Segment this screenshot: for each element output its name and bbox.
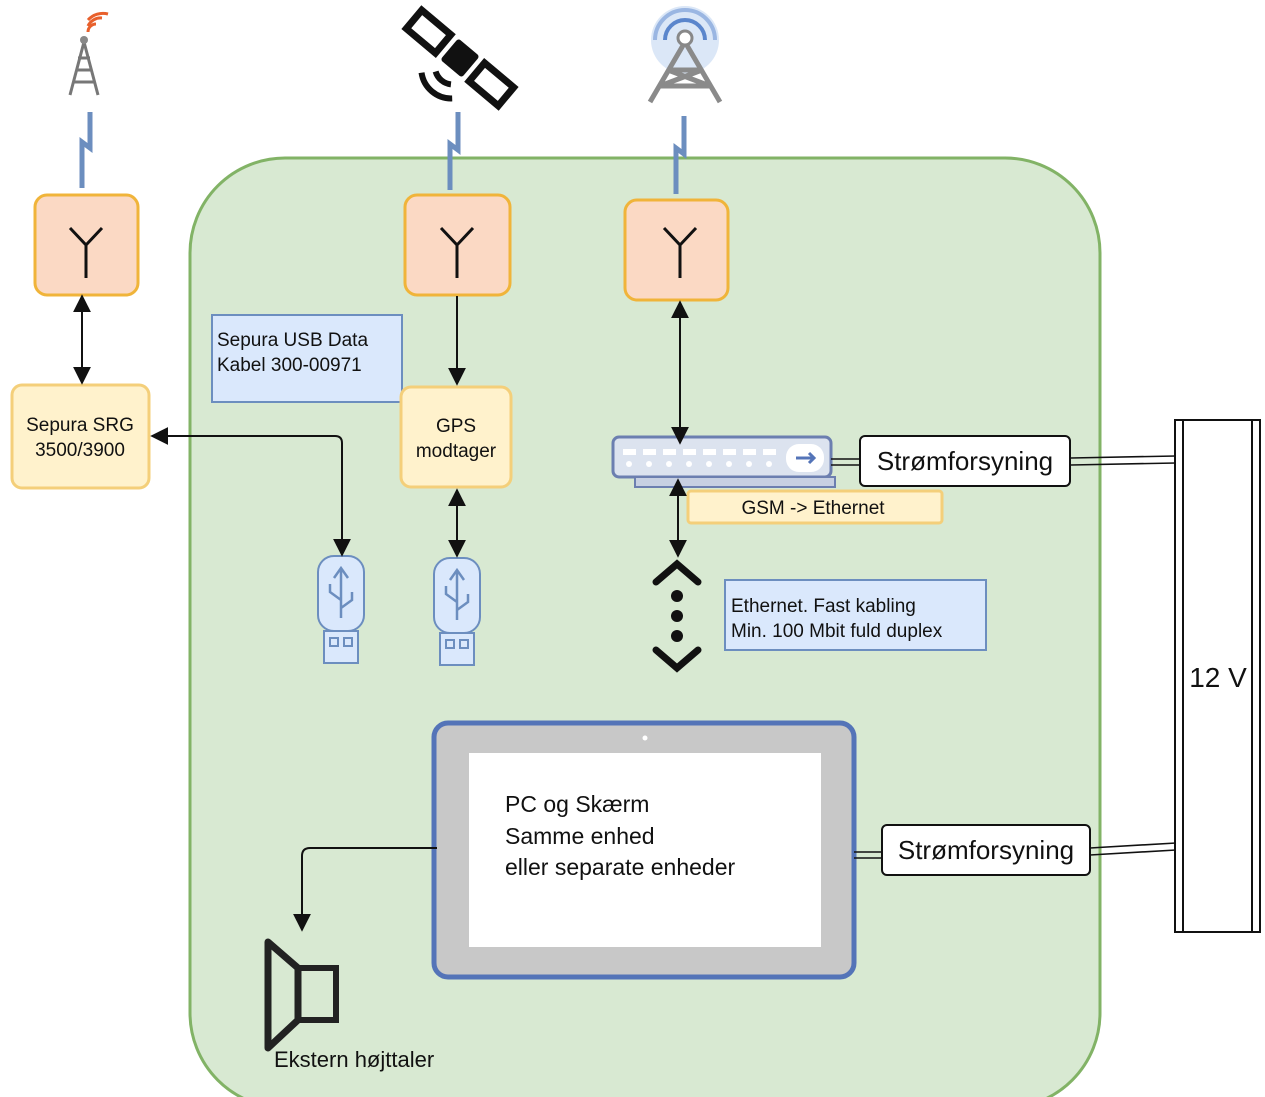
usb-stick-srg xyxy=(317,555,365,664)
link-srg-usb xyxy=(150,427,351,557)
power-line-bottom xyxy=(854,842,1177,859)
ethernet-note: Ethernet. Fast kabling Min. 100 Mbit ful… xyxy=(724,579,987,651)
gsm-ethernet-label: GSM -> Ethernet xyxy=(741,498,885,519)
power-supply-bottom: Strømforsyning xyxy=(881,824,1091,876)
usb-stick-gps xyxy=(433,557,481,666)
gsm-ethernet-box: GSM -> Ethernet xyxy=(686,489,944,525)
speaker-icon xyxy=(264,938,339,1052)
pc-label-2: Samme enhed xyxy=(505,823,655,849)
radio-tower-icon xyxy=(68,11,109,96)
power-supply-top-label: Strømforsyning xyxy=(877,446,1053,476)
power-supply-bottom-label: Strømforsyning xyxy=(898,835,1074,865)
usb-cable-note-line1: Sepura USB Data xyxy=(217,330,368,351)
battery-label: 12 V xyxy=(1189,662,1247,693)
antenna-tetra xyxy=(33,193,140,297)
power-supply-top: Strømforsyning xyxy=(859,435,1071,487)
ethernet-note-line1: Ethernet. Fast kabling xyxy=(731,596,916,617)
speaker-label: Ekstern højttaler xyxy=(274,1047,434,1072)
battery-12v: 12 V xyxy=(1174,419,1261,933)
satellite-icon xyxy=(401,5,519,111)
pc-screen: PC og Skærm Samme enhed eller separate e… xyxy=(431,720,857,980)
ethernet-connector-icon xyxy=(652,559,702,673)
link-pc-speaker xyxy=(293,847,437,932)
ethernet-note-line2: Min. 100 Mbit fuld duplex xyxy=(731,621,943,642)
radio-link-gsm xyxy=(673,116,687,194)
gps-label-1: GPS xyxy=(436,416,476,437)
network-switch-icon xyxy=(611,435,836,488)
antenna-icon xyxy=(439,226,475,278)
antenna-icon xyxy=(662,226,698,278)
sepura-srg-label-1: Sepura SRG xyxy=(26,415,134,436)
antenna-gps xyxy=(403,193,512,297)
usb-cable-note: Sepura USB Data Kabel 300-00971 xyxy=(211,314,403,403)
radio-link-gps xyxy=(447,112,461,190)
usb-icon xyxy=(444,567,470,620)
usb-icon xyxy=(328,565,354,618)
antenna-gsm xyxy=(623,198,730,302)
radio-link-tetra xyxy=(79,112,93,188)
power-line-top xyxy=(831,455,1177,466)
cell-tower-icon xyxy=(647,6,723,104)
gps-receiver-box: GPS modtager xyxy=(399,385,513,489)
pc-label-1: PC og Skærm xyxy=(505,791,649,817)
sepura-srg-label-2: 3500/3900 xyxy=(35,440,125,461)
sepura-srg-box: Sepura SRG 3500/3900 xyxy=(10,383,151,490)
antenna-icon xyxy=(68,226,104,278)
pc-label-3: eller separate enheder xyxy=(505,854,735,880)
gps-label-2: modtager xyxy=(416,441,497,462)
usb-cable-note-line2: Kabel 300-00971 xyxy=(217,355,362,376)
